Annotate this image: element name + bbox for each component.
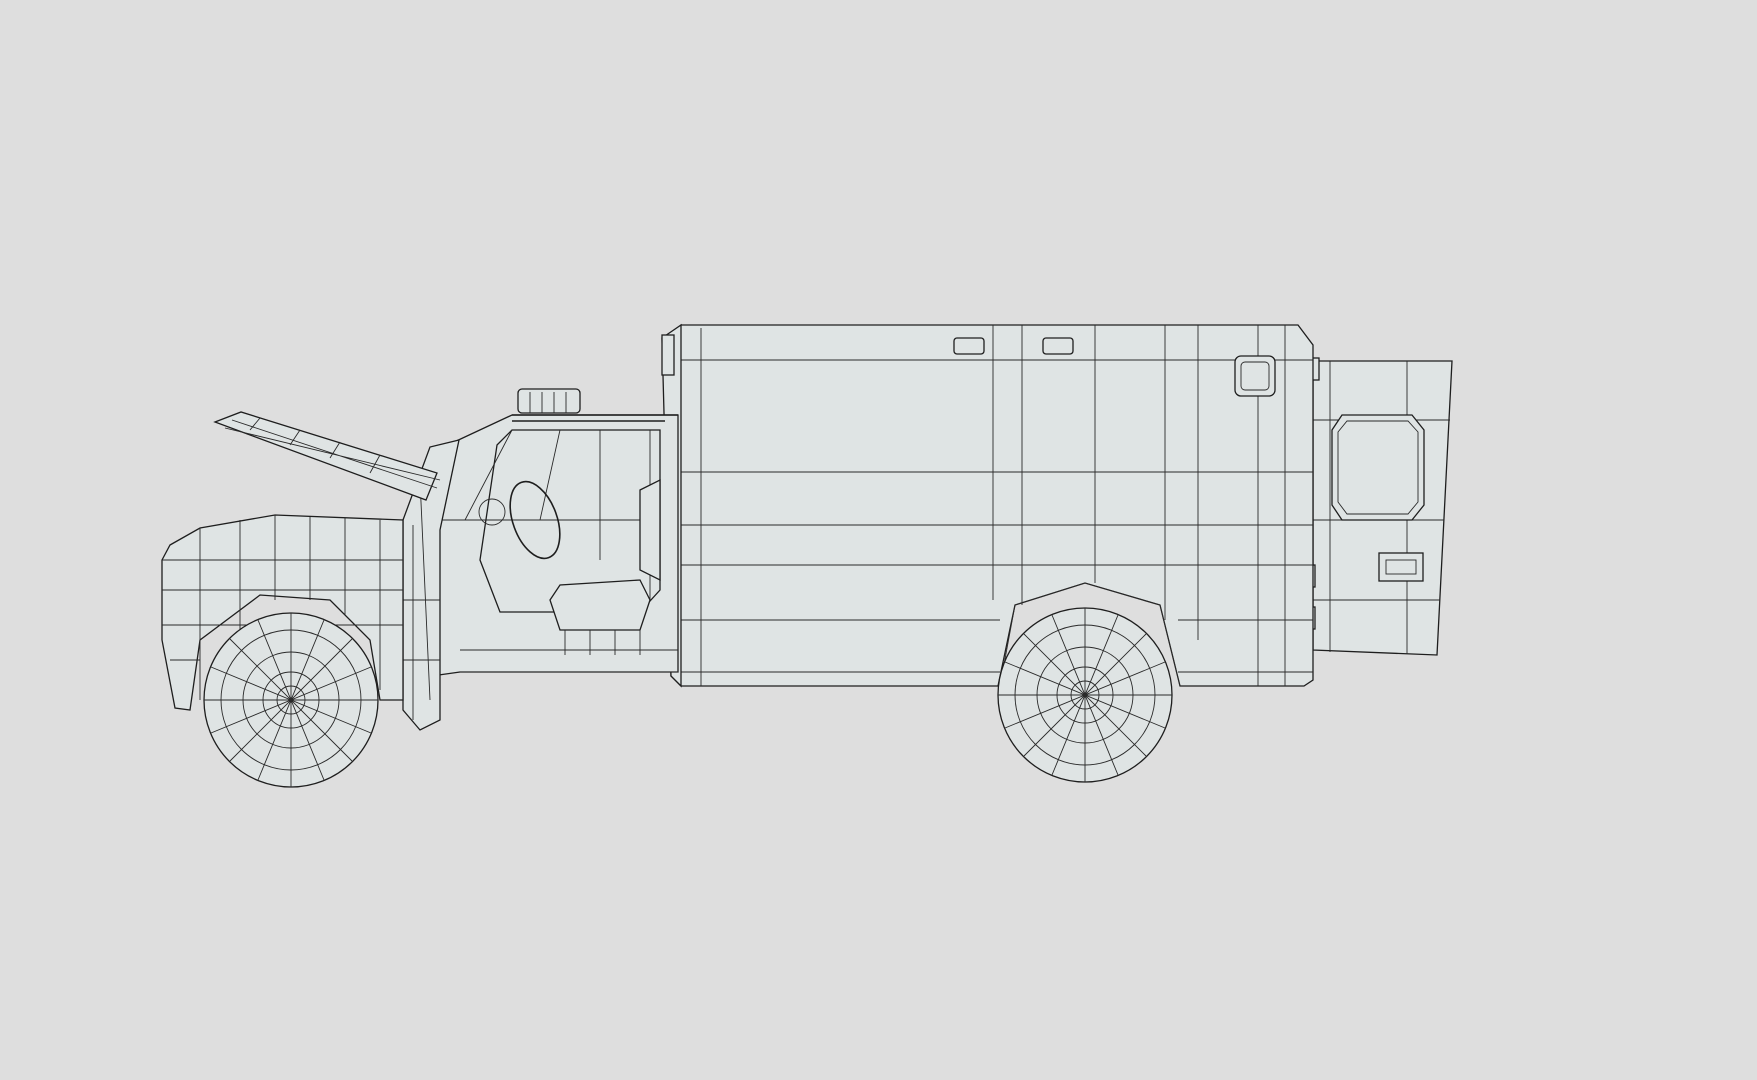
ambulance-model bbox=[161, 323, 1453, 788]
cab bbox=[402, 388, 679, 731]
rear-wheel bbox=[997, 607, 1173, 783]
front-wheel bbox=[203, 612, 379, 788]
patient-compartment bbox=[661, 323, 1314, 688]
rear-door bbox=[1305, 357, 1453, 656]
front-body bbox=[161, 411, 441, 711]
